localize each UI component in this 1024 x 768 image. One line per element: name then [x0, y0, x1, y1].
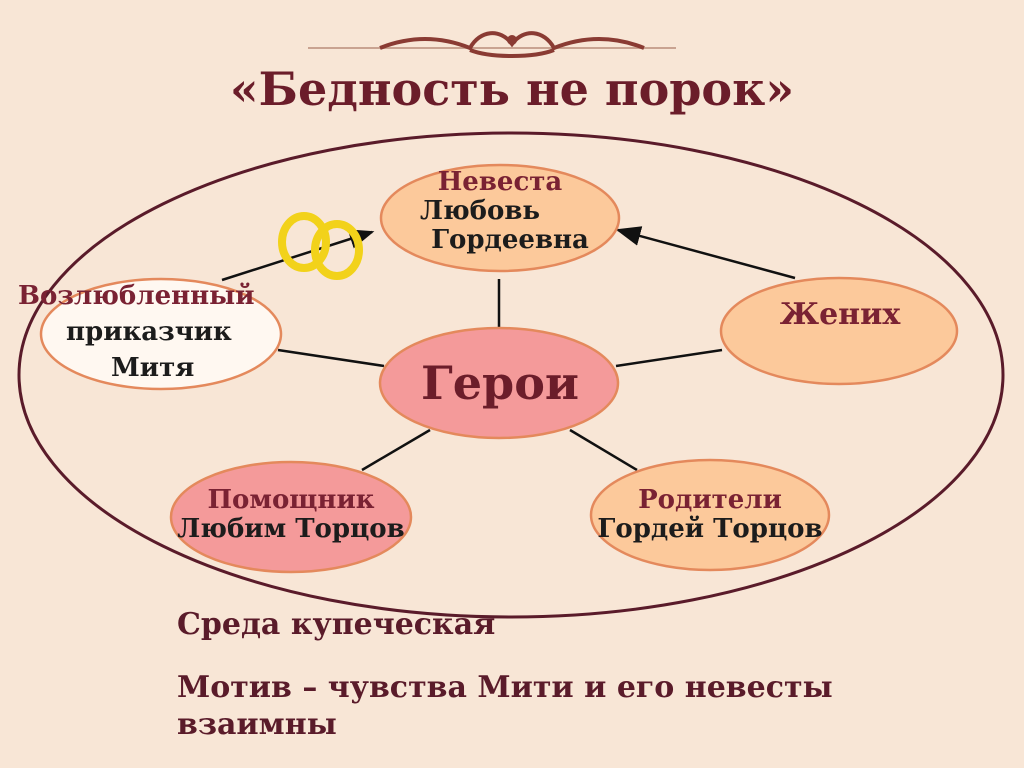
page-title: «Бедность не порок»	[229, 62, 795, 116]
node-center	[378, 326, 620, 440]
node-groom	[719, 276, 959, 386]
parents-role: Родители	[638, 485, 782, 515]
node-bride	[379, 163, 621, 273]
helper-label: Помощник Любим Торцов	[150, 485, 432, 545]
helper-name: Любим Торцов	[177, 514, 405, 545]
connector-beloved	[277, 348, 385, 368]
outer-ellipse	[17, 131, 1005, 619]
connector-parents	[569, 428, 638, 472]
bride-name-line2: Гордеевна	[431, 225, 589, 256]
arrow-beloved-to-bride	[221, 229, 375, 282]
node-parents	[589, 458, 831, 572]
connector-lines	[277, 279, 723, 472]
wedding-rings-icon	[278, 212, 363, 280]
node-helper	[169, 460, 413, 574]
bride-name-line1: Любовь	[420, 196, 541, 227]
node-beloved	[39, 277, 283, 391]
beloved-role: Возлюбленный	[18, 281, 255, 311]
connector-helper	[361, 428, 431, 472]
beloved-name-line1: приказчик	[66, 317, 232, 347]
title-ornament	[308, 31, 676, 58]
parents-label: Родители Гордей Торцов	[568, 485, 852, 545]
beloved-name-line2: Митя	[111, 353, 195, 383]
bride-label: Невеста Любовь Гордеевна	[380, 167, 620, 256]
parents-name: Гордей Торцов	[597, 514, 823, 545]
bride-role: Невеста	[437, 167, 563, 197]
helper-role: Помощник	[207, 485, 375, 515]
arrow-groom-to-bride	[615, 226, 796, 280]
setting-note: Среда купеческая	[177, 607, 496, 642]
connector-groom	[615, 348, 723, 368]
groom-role: Жених	[779, 297, 901, 332]
motive-note-line1: Мотив – чувства Мити и его невесты	[177, 670, 833, 705]
motive-note-line2: взаимны	[177, 707, 337, 742]
center-label: Герои	[421, 356, 579, 410]
